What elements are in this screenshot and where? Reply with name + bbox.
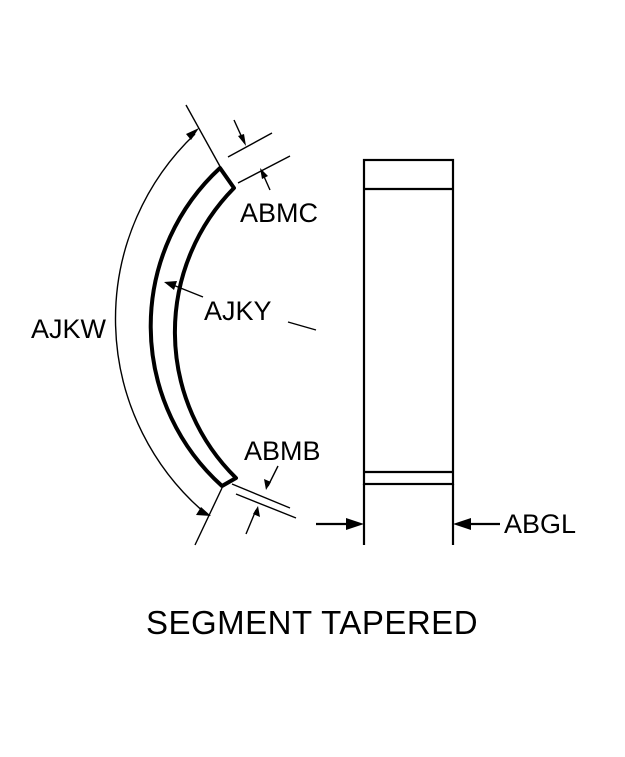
ajkw-arrow-bottom [196, 507, 211, 516]
lower-extension-line-outer [194, 487, 223, 546]
abmb-arrow-top [264, 479, 271, 490]
label-abmc: ABMC [240, 198, 318, 228]
ajky-leader-line [172, 284, 204, 298]
curved-segment-view [114, 104, 317, 546]
upper-tick-line-b [237, 155, 291, 184]
ajky-leader-arrow [164, 281, 177, 290]
abgl-arrow-right [453, 518, 471, 530]
ajky-trailing-line [287, 321, 317, 331]
side-view [316, 158, 500, 545]
ajkw-dimension-arc [114, 133, 206, 514]
ajkw-arrow-top [186, 128, 199, 140]
segment-outline [148, 166, 238, 488]
abmc-arrow-top [238, 134, 246, 146]
lower-tick-line-b [235, 493, 297, 519]
abmc-arrow-bottom [260, 168, 268, 179]
diagram-title: SEGMENT TAPERED [146, 604, 478, 641]
label-abgl: ABGL [504, 509, 576, 539]
label-ajky: AJKY [204, 296, 272, 326]
abmb-arrow-bottom [253, 506, 260, 517]
upper-tick-line-a [227, 132, 273, 158]
abgl-arrow-left [346, 518, 364, 530]
label-ajkw: AJKW [31, 314, 107, 344]
label-abmb: ABMB [244, 436, 321, 466]
lower-tick-line-a [231, 483, 291, 509]
upper-extension-line-outer [185, 104, 223, 171]
side-view-outline [362, 158, 455, 486]
